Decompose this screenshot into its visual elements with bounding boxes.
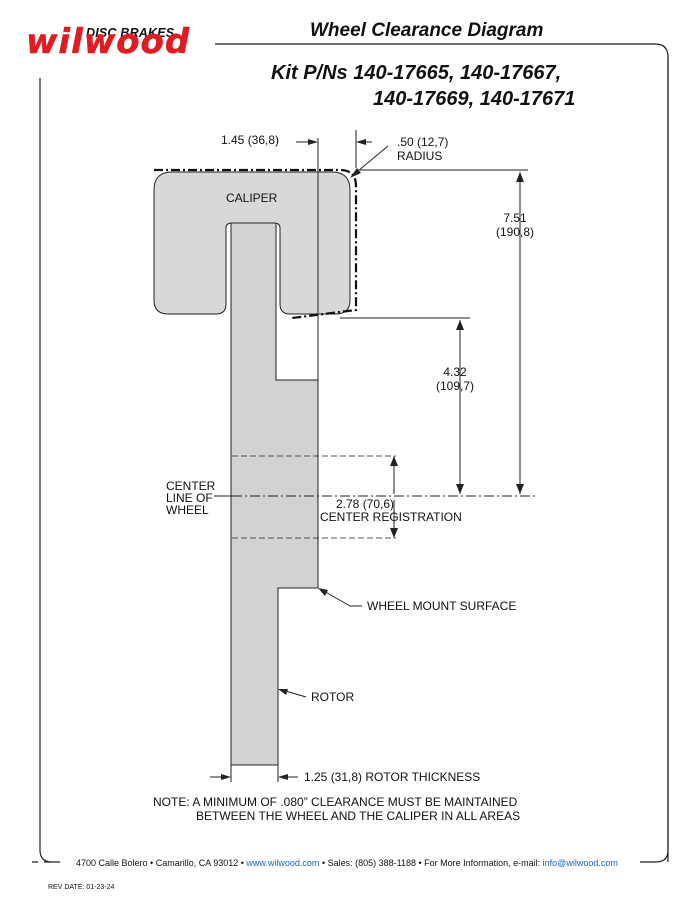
kit-numbers-line-1: Kit P/Ns 140-17665, 140-17667, (271, 62, 562, 84)
arrow-radius (350, 168, 361, 178)
arrow-7-51-top (516, 172, 524, 182)
logo-disc-brakes-text: DISC BRAKES (86, 26, 175, 40)
footer-address: 4700 Calle Bolero • Camarillo, CA 93012 … (76, 858, 247, 868)
caliper-label: CALIPER (226, 191, 278, 205)
note-line-2: BETWEEN THE WHEEL AND THE CALIPER IN ALL… (196, 809, 521, 823)
footer-email-link[interactable]: info@wilwood.com (542, 858, 618, 868)
rev-date: REV DATE: 01-23-24 (48, 884, 115, 891)
arrow-7-51-bottom (516, 484, 524, 494)
center-registration-label-2: CENTER REGISTRATION (320, 510, 462, 524)
arrow-4-32-bottom (456, 484, 464, 494)
center-registration-label-1: 2.78 (70,6) (336, 497, 395, 511)
logo-wilwood-text: wilwood (26, 22, 191, 63)
arrow-1-45-b (356, 139, 366, 145)
arrow-4-32-top (456, 320, 464, 330)
centerline-label-1: CENTER (166, 479, 216, 493)
arrow-reg-top (390, 456, 398, 466)
dim-lower-label-1: 4.32 (443, 365, 467, 379)
wheel-mount-label: WHEEL MOUNT SURFACE (367, 599, 517, 613)
footer-website-link[interactable]: www.wilwood.com (246, 858, 320, 868)
arrow-rotor-dim-b (278, 774, 288, 780)
radius-label-1: .50 (12,7) (397, 135, 449, 149)
caliper-shape (153, 171, 351, 315)
dim-total-label-1: 7.51 (503, 211, 527, 225)
rotor-label: ROTOR (311, 690, 355, 704)
radius-label-2: RADIUS (397, 149, 443, 163)
kit-numbers-line-2: 140-17669, 140-17671 (373, 88, 576, 110)
dim-width-label: 1.45 (36,8) (221, 133, 280, 147)
rotor-thickness-label: 1.25 (31,8) ROTOR THICKNESS (304, 770, 481, 784)
footer: 4700 Calle Bolero • Camarillo, CA 93012 … (76, 858, 618, 868)
dim-total-label-2: (190,8) (495, 225, 535, 239)
arrow-1-45-a (308, 139, 318, 145)
arrow-rotor (278, 689, 288, 695)
footer-sales: • Sales: (805) 388-1188 • For More Infor… (319, 858, 543, 868)
page-frame (32, 43, 669, 863)
arrow-rotor-dim-a (221, 774, 231, 780)
centerline-label-3: WHEEL (166, 503, 209, 517)
page-title: Wheel Clearance Diagram (310, 20, 544, 41)
centerline-label-2: LINE OF (166, 491, 213, 505)
dim-lower-label-2: (109,7) (435, 379, 475, 393)
page-frame-right (640, 57, 669, 863)
arrow-reg-bottom (390, 528, 398, 538)
note-line-1: NOTE: A MINIMUM OF .080” CLEARANCE MUST … (153, 795, 518, 809)
arrow-wheel-mount (318, 588, 328, 596)
